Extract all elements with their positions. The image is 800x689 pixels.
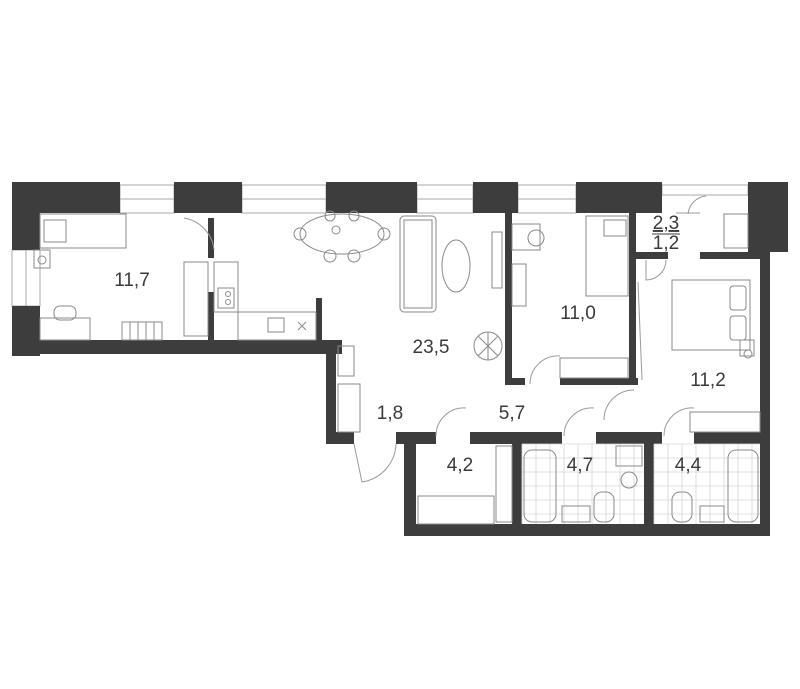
dining-table [299,213,385,255]
shoe-rack [337,345,355,377]
room-labels: 11,7 23,5 11,0 1,2 2,3 11,2 1,8 5,7 4,2 … [114,213,726,476]
balcony-chair [723,213,749,249]
bed-right [671,279,751,351]
radiator-left [121,321,163,341]
toilet-right [671,491,693,523]
wardrobe-left [183,261,209,337]
desk-middle [511,223,541,251]
bed-left [39,213,127,249]
area-label-storage: 4,2 [447,455,473,476]
tv-stand [491,231,503,289]
wardrobe-right [689,411,761,433]
furniture [33,210,761,525]
kitchen-counter [213,261,239,313]
bathtub-middle [523,449,557,523]
desk-left [39,317,91,341]
sofa [399,215,437,313]
sink-middle [561,505,591,523]
area-label-balcony: 2,3 [653,213,679,234]
bed-middle [585,215,629,297]
bathtub-right [727,449,759,523]
sink-right [699,505,725,523]
entrance-wardrobe [337,383,361,433]
wardrobe-middle [559,357,629,379]
area-label-bedroom-right: 11,2 [690,370,726,391]
bathroom-tiles [521,443,760,524]
area-label-hallway: 5,7 [499,403,525,424]
area-label-bathroom-middle: 4,7 [567,455,593,476]
doors [183,195,707,483]
area-label-bathroom-right: 4,4 [675,455,702,476]
toilet-middle [593,491,615,523]
area-label-living-kitchen: 23,5 [413,337,450,358]
coffee-table [441,239,471,293]
area-label-bedroom-middle: 11,0 [560,303,596,324]
area-label-bedroom-left: 11,7 [114,270,150,291]
area-label-wardrobe-small: 1,2 [653,233,679,254]
storage-shelf [417,495,495,525]
area-label-entrance: 1,8 [377,403,403,424]
washer [615,445,643,467]
